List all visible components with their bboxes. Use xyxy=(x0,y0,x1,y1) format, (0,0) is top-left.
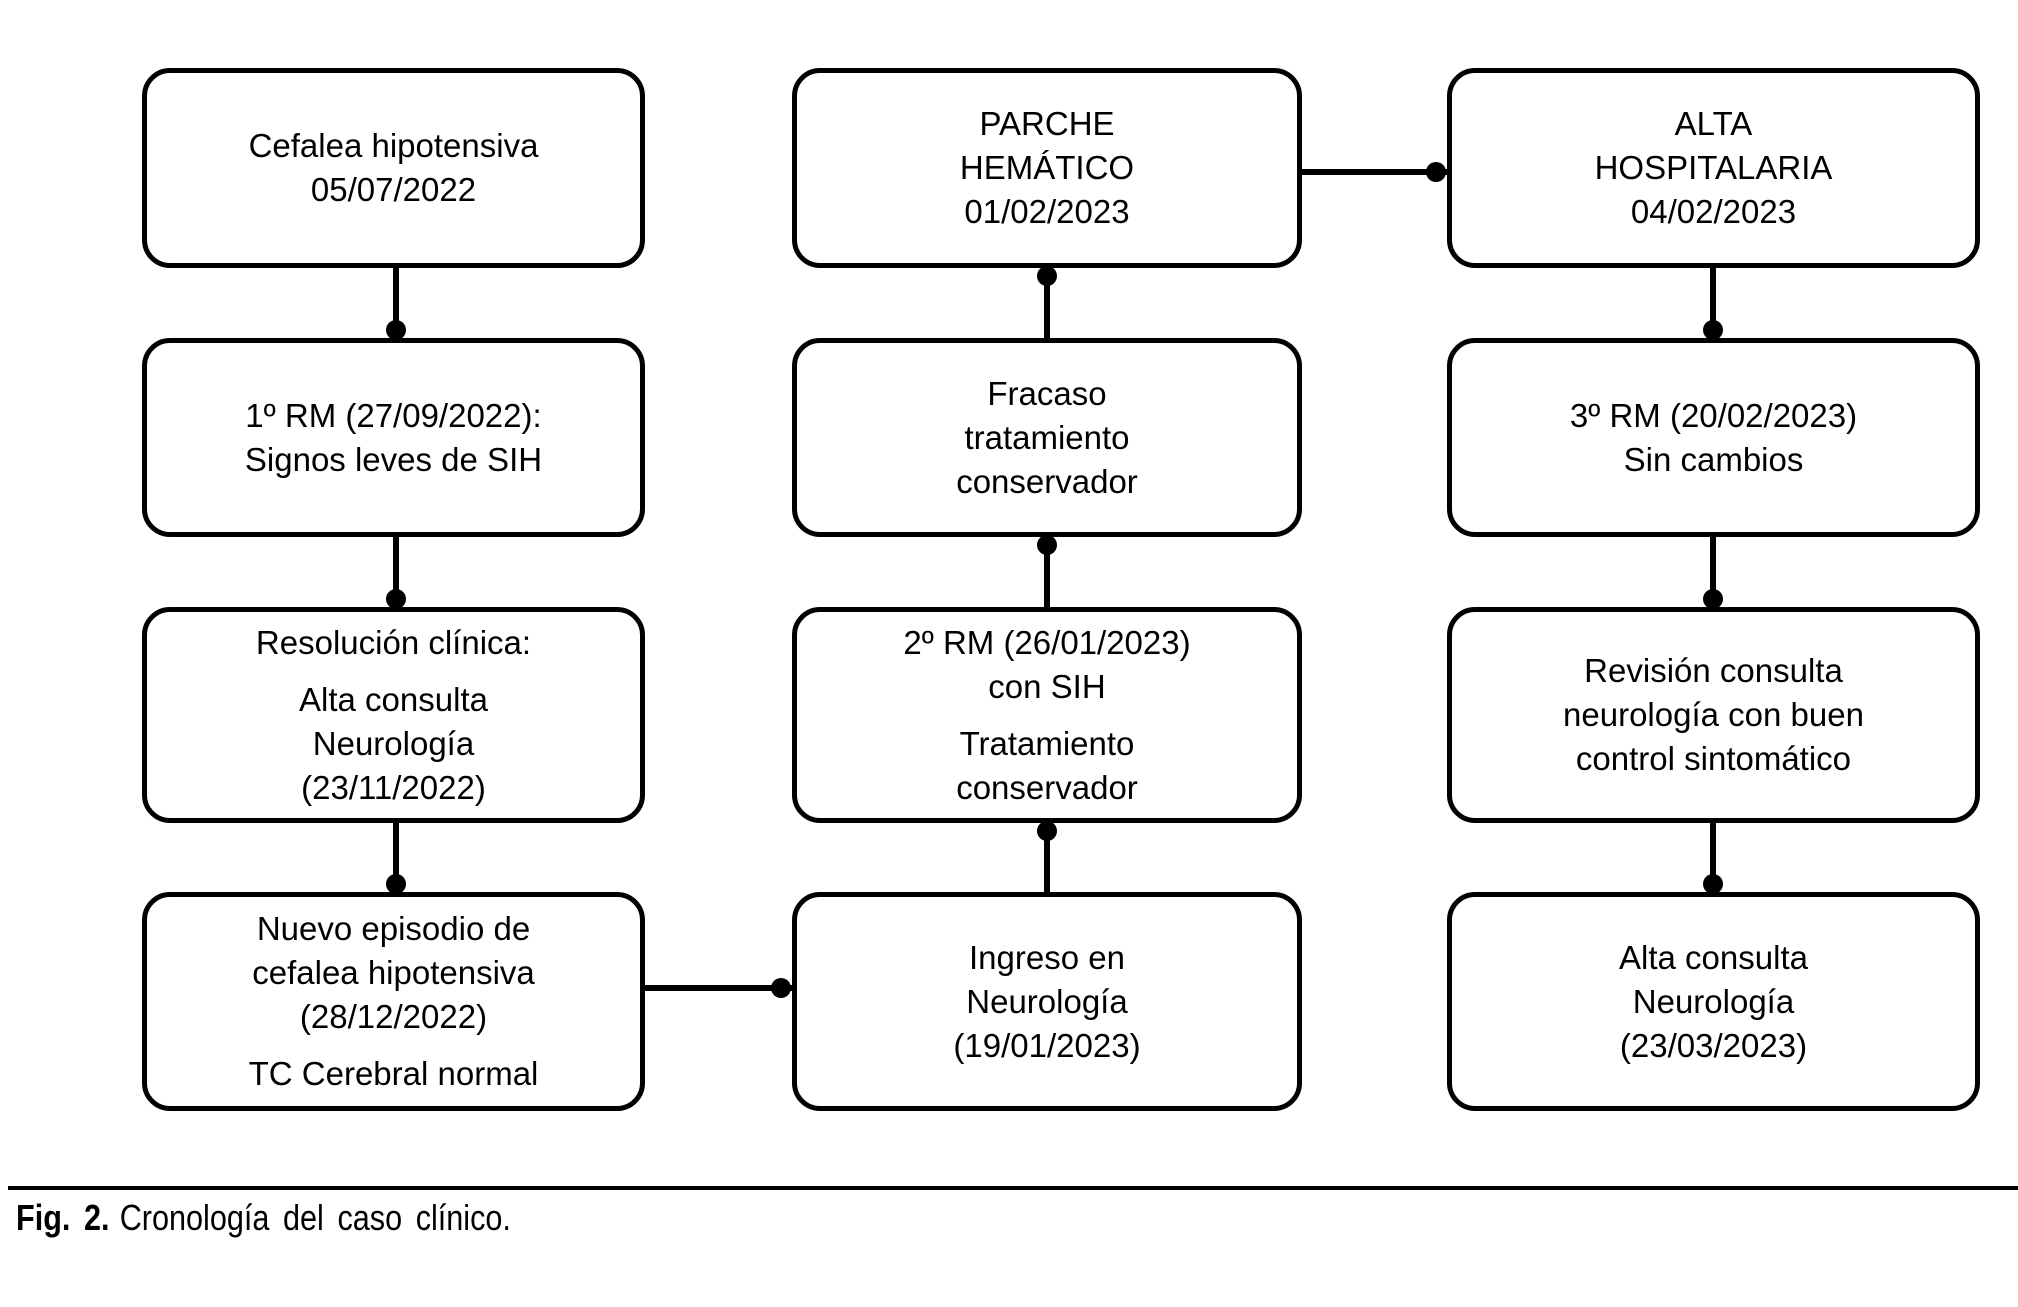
flow-box-alta-consulta-neurologia: Alta consulta Neurología (23/03/2023) xyxy=(1447,892,1980,1111)
flow-box-primera-rm: 1º RM (27/09/2022): Signos leves de SIH xyxy=(142,338,645,537)
connector-line-c3b2-c3b3 xyxy=(1710,537,1716,607)
connector-line-c1b1-c1b2 xyxy=(393,268,399,338)
flow-box-ingreso-neurologia: Ingreso en Neurología (19/01/2023) xyxy=(792,892,1302,1111)
connector-line-c2b2-c2b1 xyxy=(1044,268,1050,338)
connector-line-c3b3-c3b4 xyxy=(1710,823,1716,892)
connector-line-c1b4-c2b4 xyxy=(645,985,792,991)
flow-box-text: Fracaso tratamiento conservador xyxy=(956,374,1138,500)
flow-box-text: 1º RM (27/09/2022): Signos leves de SIH xyxy=(244,396,543,478)
connector-end-dot xyxy=(1703,874,1723,894)
flow-box-cefalea-hipotensiva: Cefalea hipotensiva 05/07/2022 xyxy=(142,68,645,268)
flow-box-text: Alta consulta Neurología (23/03/2023) xyxy=(1619,938,1808,1064)
connector-line-c3b1-c3b2 xyxy=(1710,268,1716,338)
connector-line-c2b3-c2b2 xyxy=(1044,537,1050,607)
flow-box-resolucion-clinica: Resolución clínica: Alta consulta Neurol… xyxy=(142,607,645,823)
flow-box-text: Alta consulta Neurología (23/11/2022) xyxy=(299,680,488,806)
flow-box-text: Tratamiento conservador xyxy=(956,724,1138,806)
flow-box-nuevo-episodio: Nuevo episodio de cefalea hipotensiva (2… xyxy=(142,892,645,1111)
connector-end-dot xyxy=(386,589,406,609)
flow-box-text: PARCHE HEMÁTICO 01/02/2023 xyxy=(959,105,1135,230)
flow-box-text: 3º RM (20/02/2023) Sin cambios xyxy=(1569,396,1858,478)
flow-box-segunda-rm: 2º RM (26/01/2023) con SIH Tratamiento c… xyxy=(792,607,1302,823)
connector-line-c2b1-c3b1 xyxy=(1302,169,1447,175)
connector-line-c1b2-c1b3 xyxy=(393,537,399,607)
flow-box-text: TC Cerebral normal xyxy=(248,1055,539,1092)
flow-box-text: 2º RM (26/01/2023) con SIH xyxy=(903,623,1191,705)
connector-end-dot xyxy=(1037,266,1057,286)
connector-end-dot xyxy=(1703,589,1723,609)
flow-box-text: Nuevo episodio de cefalea hipotensiva (2… xyxy=(252,910,535,1035)
flow-box-tercera-rm: 3º RM (20/02/2023) Sin cambios xyxy=(1447,338,1980,537)
connector-end-dot xyxy=(1037,821,1057,841)
caption-divider-rule xyxy=(8,1186,2018,1190)
connector-end-dot xyxy=(386,320,406,340)
figure-caption-text: Cronología del caso clínico. xyxy=(119,1197,511,1238)
flow-box-text: Cefalea hipotensiva 05/07/2022 xyxy=(248,127,539,208)
flow-box-fracaso-tratamiento: Fracaso tratamiento conservador xyxy=(792,338,1302,537)
flow-box-alta-hospitalaria: ALTA HOSPITALARIA 04/02/2023 xyxy=(1447,68,1980,268)
connector-line-c1b3-c1b4 xyxy=(393,823,399,892)
flow-box-text: ALTA HOSPITALARIA 04/02/2023 xyxy=(1594,105,1833,230)
flow-box-parche-hematico: PARCHE HEMÁTICO 01/02/2023 xyxy=(792,68,1302,268)
flow-box-text: Ingreso en Neurología (19/01/2023) xyxy=(953,938,1141,1064)
flow-box-text: Revisión consulta neurología con buen co… xyxy=(1563,652,1864,777)
flow-box-text: Resolución clínica: xyxy=(255,623,532,661)
connector-end-dot xyxy=(771,978,791,998)
figure-caption-label: Fig. 2. xyxy=(16,1197,110,1238)
connector-end-dot xyxy=(1426,162,1446,182)
flow-box-revision-consulta: Revisión consulta neurología con buen co… xyxy=(1447,607,1980,823)
connector-end-dot xyxy=(386,874,406,894)
connector-end-dot xyxy=(1703,320,1723,340)
figure-caption: Fig. 2.Cronología del caso clínico. xyxy=(16,1197,511,1239)
connector-line-c2b4-c2b3 xyxy=(1044,823,1050,892)
connector-end-dot xyxy=(1037,535,1057,555)
